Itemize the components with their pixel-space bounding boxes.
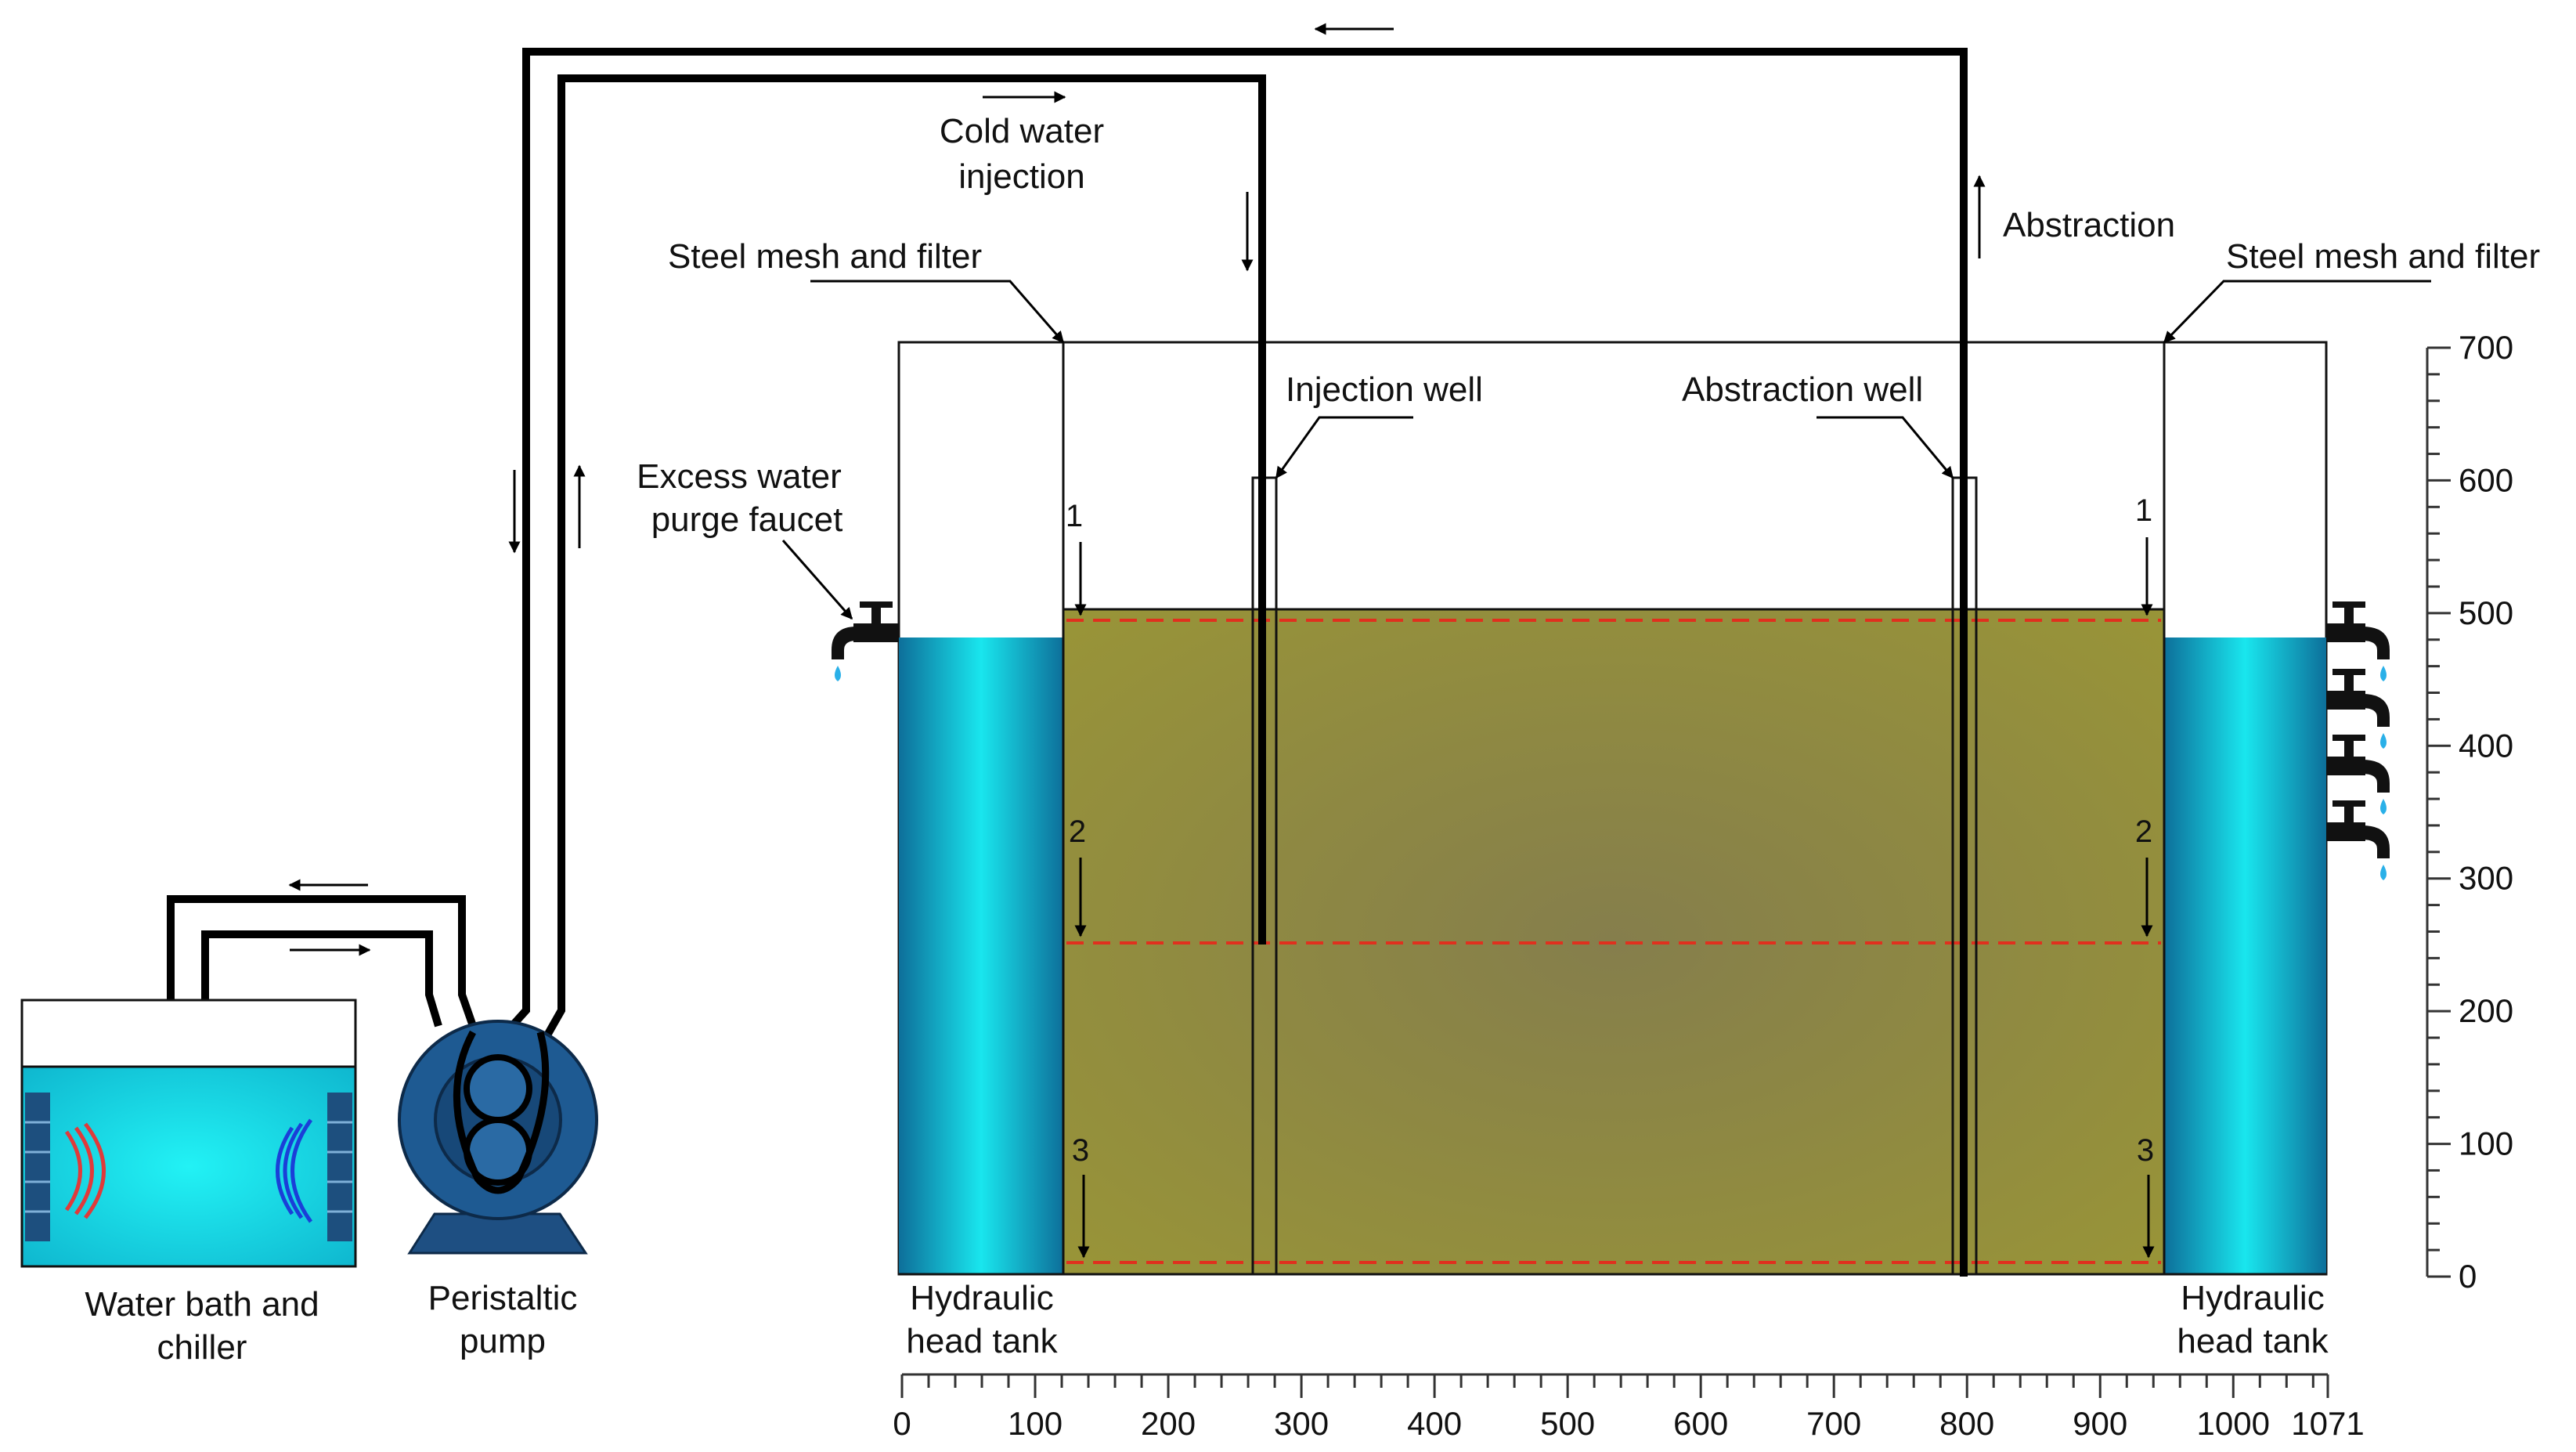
water-bath-label-1: Water bath and [85,1285,319,1324]
v-tick-label: 600 [2459,461,2513,498]
bath-supply-pipe [201,930,442,1073]
left-faucet [832,601,899,681]
water-bath-chiller [20,999,357,1268]
heater-element-right [327,1093,352,1241]
steel-mesh-right-label: Steel mesh and filter [2226,237,2540,276]
port-right-3: 3 [2137,1133,2154,1168]
peristaltic-pump [398,1020,598,1255]
injection-well-label: Injection well [1286,370,1483,409]
leader-lines [781,280,2431,620]
h-tick-label: 300 [1274,1405,1329,1442]
excess-faucet-label-1: Excess water [637,457,842,496]
v-tick-label: 400 [2459,727,2513,764]
head-tank-right-label-2: head tank [2177,1322,2329,1360]
v-tick-label: 100 [2459,1125,2513,1162]
head-tank-right-label-1: Hydraulic [2181,1279,2324,1317]
h-tick-label: 600 [1673,1405,1728,1442]
water-bath-label-2: chiller [157,1328,247,1367]
v-tick-label: 700 [2459,329,2513,366]
port-left-3: 3 [1072,1133,1089,1168]
port-left-1: 1 [1066,499,1083,533]
v-tick-label: 500 [2459,594,2513,631]
h-tick-label: 1071 [2291,1405,2364,1442]
water-drop-icon [835,666,841,681]
h-tick-label: 400 [1407,1405,1462,1442]
excess-faucet-label-2: purge faucet [651,500,843,539]
abstraction-well-label: Abstraction well [1682,370,1923,409]
h-tick-label: 500 [1540,1405,1595,1442]
water-drop-icon [2380,865,2387,880]
head-tank-left-label-1: Hydraulic [910,1279,1053,1317]
left-head-tank-water [899,638,1063,1274]
faucet-icon [832,601,899,659]
pump-roller-icon [464,1054,532,1186]
abstraction-pipe [502,48,1968,1277]
v-tick-label: 0 [2459,1258,2477,1295]
port-right-2: 2 [2135,814,2152,849]
v-tick-label: 200 [2459,992,2513,1029]
port-right-1: 1 [2135,493,2152,528]
pump-label-2: pump [460,1322,546,1360]
piping [167,48,1968,1277]
water-drop-icon [2380,666,2387,681]
water-drop-icon [2380,733,2387,749]
horizontal-scale: 0 100 200 300 400 500 600 700 800 900 1000 1071 [893,1373,2365,1442]
cold-water-injection-label-2: injection [958,157,1084,196]
labels: Cold water injection Abstraction Steel m… [85,112,2540,1367]
water-drop-icon [2380,799,2387,814]
v-tick-label: 300 [2459,860,2513,897]
abstraction-label: Abstraction [2003,206,2175,244]
flow-arrows [288,23,1986,956]
ports-left: 1 2 3 [1066,499,1090,1259]
heater-element-left [25,1093,50,1241]
faucet-icon [2326,601,2390,681]
pump-label-1: Peristaltic [428,1279,578,1317]
h-tick-label: 200 [1141,1405,1196,1442]
faucet-icon [2326,669,2390,749]
cold-water-injection-label-1: Cold water [940,112,1104,150]
h-tick-label: 700 [1806,1405,1861,1442]
h-tick-label: 100 [1008,1405,1063,1442]
sand-box-model: 1 2 3 1 2 3 [897,341,2328,1276]
ports-right: 1 2 3 [2135,493,2155,1259]
right-head-tank-water [2164,638,2326,1274]
head-tank-left-label-2: head tank [906,1322,1058,1360]
faucet-icon [2326,800,2390,880]
faucet-icon [2326,735,2390,814]
bath-return-pipe [167,895,477,1073]
cooling-coil-icon [276,1118,313,1223]
h-tick-label: 800 [1939,1405,1994,1442]
h-tick-label: 1000 [2197,1405,2270,1442]
heating-coil-icon [64,1122,106,1219]
injection-pipe [544,74,1266,1036]
h-tick-label: 0 [893,1405,911,1442]
right-faucets [2326,601,2390,880]
vertical-scale: 0 100 200 300 400 500 600 700 [2426,329,2513,1295]
h-tick-label: 900 [2073,1405,2127,1442]
steel-mesh-left-label: Steel mesh and filter [668,237,982,276]
port-left-2: 2 [1069,814,1086,849]
